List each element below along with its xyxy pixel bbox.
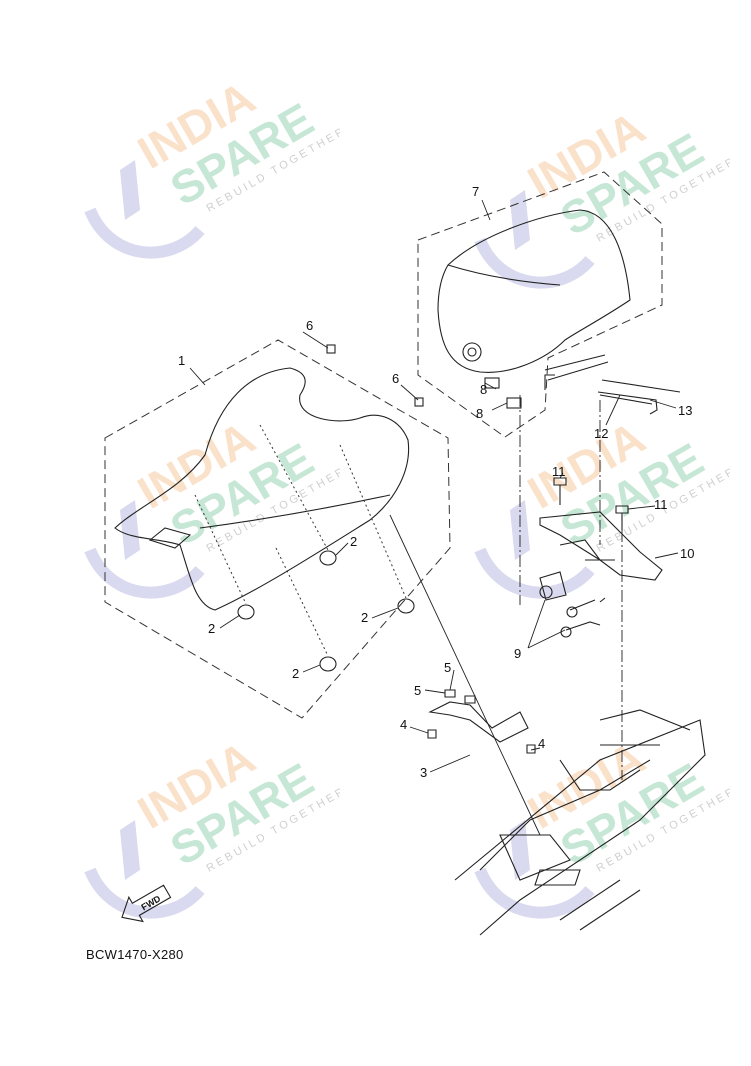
fwd-arrow-icon: FWD xyxy=(121,884,172,923)
key xyxy=(560,597,606,638)
grommet-2 xyxy=(237,550,415,672)
callout-12: 12 xyxy=(594,426,608,441)
passenger-seat-seam xyxy=(447,264,561,286)
clip-6 xyxy=(414,397,424,407)
seat-lock-cylinder xyxy=(539,571,567,601)
callout-4: 4 xyxy=(400,717,407,732)
callout-9: 9 xyxy=(514,646,521,661)
callout-5: 5 xyxy=(414,683,421,698)
bolt-11 xyxy=(615,505,629,530)
seat-lock-bracket xyxy=(539,511,663,581)
callout-2: 2 xyxy=(208,621,215,636)
callout-4: 4 xyxy=(538,736,545,751)
watermark-logo xyxy=(470,90,730,290)
callout-2: 2 xyxy=(292,666,299,681)
callout-8: 8 xyxy=(480,382,487,397)
watermark-logo xyxy=(80,400,340,600)
diagram-code: BCW1470-X280 xyxy=(86,947,184,962)
fwd-label: FWD xyxy=(140,893,163,912)
callout-8: 8 xyxy=(476,406,483,421)
seat-lock-cable xyxy=(544,354,609,390)
clip-6 xyxy=(326,344,336,354)
callout-2: 2 xyxy=(350,534,357,549)
nut-4 xyxy=(427,729,437,739)
callout-5: 5 xyxy=(444,660,451,675)
passenger-seat-lock-hole xyxy=(462,342,482,362)
seat-seam xyxy=(199,494,391,529)
bolt-5 xyxy=(464,695,476,704)
damper-8 xyxy=(506,397,522,409)
frame xyxy=(454,709,706,936)
assembly-line xyxy=(389,514,541,836)
callout-6: 6 xyxy=(392,371,399,386)
callout-2: 2 xyxy=(361,610,368,625)
bracket-detail xyxy=(559,539,615,561)
callout-6: 6 xyxy=(306,318,313,333)
lock-face xyxy=(539,585,553,599)
assembly-lines xyxy=(519,395,623,780)
watermark-logo xyxy=(80,720,340,920)
seat-bracket xyxy=(428,701,529,743)
callout-7: 7 xyxy=(472,184,479,199)
callout-11: 11 xyxy=(552,464,566,479)
callout-10: 10 xyxy=(680,546,694,561)
callout-3: 3 xyxy=(420,765,427,780)
passenger-seat xyxy=(437,209,631,373)
callout-13: 13 xyxy=(678,403,692,418)
rider-seat-group-outline xyxy=(104,339,451,719)
watermark-logo xyxy=(470,720,730,920)
callout-11: 11 xyxy=(654,497,668,512)
passenger-seat-group-outline xyxy=(417,171,663,438)
bolt-5 xyxy=(444,689,456,698)
bolt-11 xyxy=(553,477,567,505)
watermark-logo xyxy=(80,60,340,260)
seat-hook xyxy=(148,527,192,549)
grommet-guide-lines xyxy=(194,424,407,657)
rider-seat xyxy=(114,367,410,611)
lever-13 xyxy=(597,391,658,415)
callout-1: 1 xyxy=(178,353,185,368)
nut-4 xyxy=(526,744,536,754)
leader-lines xyxy=(189,199,679,773)
rod-12 xyxy=(601,379,681,393)
